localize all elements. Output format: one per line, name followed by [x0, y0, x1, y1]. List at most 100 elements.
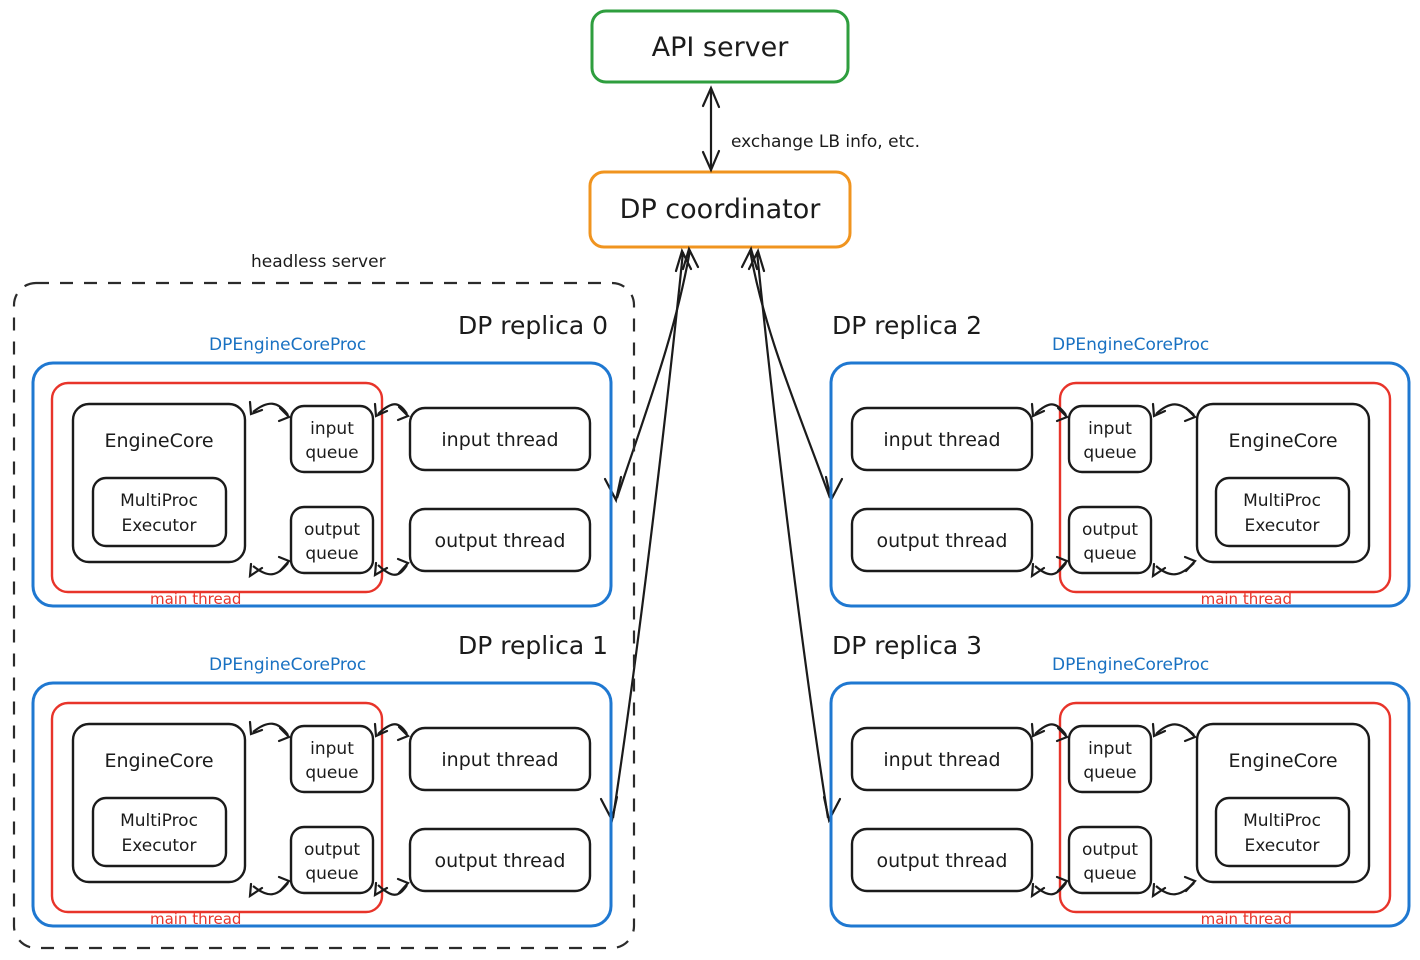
replica-1-output-queue-line2: queue	[305, 864, 358, 884]
replica-0-proc-label: DPEngineCoreProc	[209, 335, 366, 355]
edge-coordinator-replica-2	[740, 246, 844, 504]
replica-2-proc-label: DPEngineCoreProc	[1052, 335, 1209, 355]
replica-1-multiproc-line2: Executor	[122, 836, 197, 856]
replica-3-edge-inputqueue-core	[1151, 722, 1197, 743]
replica-0-input-queue-line1: input	[310, 419, 354, 439]
replica-0-edge-inputqueue-inputthread	[373, 402, 410, 422]
replica-2-output-queue[interactable]	[1067, 505, 1153, 575]
replica-0-main-thread-boundary	[50, 381, 384, 594]
replica-3-input-thread-label: input thread	[883, 749, 1000, 771]
replica-1-edge-inputqueue-inputthread	[373, 722, 410, 742]
replica-2-multiproc-executor[interactable]	[1214, 476, 1351, 548]
replica-3-input-queue-line1: input	[1088, 739, 1132, 759]
replica-3-input-queue[interactable]	[1067, 724, 1153, 794]
replica-1-edge-outputqueue-core	[248, 875, 291, 899]
replica-0-output-thread[interactable]	[408, 507, 592, 573]
replica-3-output-thread[interactable]	[850, 827, 1034, 893]
dp-coordinator-label: DP coordinator	[620, 194, 822, 225]
replica-1-main-thread-boundary	[50, 701, 384, 914]
replica-0-multiproc-executor[interactable]	[91, 476, 228, 548]
edge-coordinator-replica-3	[747, 248, 842, 824]
replica-2-edge-outputqueue-outputthread	[1030, 555, 1069, 579]
replica-0-engine-core-label: EngineCore	[104, 430, 213, 452]
replica-3-edge-inputthread-inputqueue	[1030, 722, 1069, 743]
replica-1-output-queue-line1: output	[304, 840, 360, 860]
replica-0-input-thread-label: input thread	[441, 429, 558, 451]
replica-2-main-thread-label: main thread	[1201, 590, 1292, 608]
replica-3-engine-core-label: EngineCore	[1228, 750, 1337, 772]
replica-0-edge-core-inputqueue	[248, 400, 291, 423]
replica-2-output-thread[interactable]	[850, 507, 1034, 573]
replica-1: DP replica 1 DPEngineCoreProc main threa…	[31, 631, 613, 928]
edge-coordinator-replica-1	[599, 248, 693, 824]
replica-2: DP replica 2 DPEngineCoreProc main threa…	[829, 311, 1411, 608]
replica-1-proc-label: DPEngineCoreProc	[209, 655, 366, 675]
replica-1-input-queue[interactable]	[289, 724, 375, 794]
group-headless-server: headless server	[12, 252, 636, 950]
replica-2-proc-boundary	[829, 361, 1411, 608]
replica-0-output-queue[interactable]	[289, 505, 375, 575]
replica-1-input-queue-line2: queue	[305, 763, 358, 783]
node-api-server[interactable]: API server	[590, 9, 850, 84]
replica-2-title: DP replica 2	[832, 311, 982, 340]
replica-0-output-thread-label: output thread	[435, 530, 566, 552]
replica-0-output-queue-line1: output	[304, 520, 360, 540]
replica-1-input-thread-label: input thread	[441, 749, 558, 771]
replica-2-edge-inputthread-inputqueue	[1030, 402, 1069, 423]
replica-1-output-thread-label: output thread	[435, 850, 566, 872]
replica-1-input-queue-line1: input	[310, 739, 354, 759]
replica-2-multiproc-line1: MultiProc	[1243, 491, 1321, 511]
replica-0-input-queue-line2: queue	[305, 443, 358, 463]
replica-3: DP replica 3 DPEngineCoreProc main threa…	[829, 631, 1411, 928]
edge-coordinator-replica-0	[603, 246, 700, 504]
replica-0-multiproc-line1: MultiProc	[120, 491, 198, 511]
replica-1-input-thread[interactable]	[408, 726, 592, 792]
replica-1-multiproc-executor[interactable]	[91, 796, 228, 868]
replica-3-proc-label: DPEngineCoreProc	[1052, 655, 1209, 675]
replica-1-engine-core-label: EngineCore	[104, 750, 213, 772]
replica-3-output-queue-line2: queue	[1083, 864, 1136, 884]
replica-0-input-thread[interactable]	[408, 406, 592, 472]
edge-label-exchange-lb-info: exchange LB info, etc.	[731, 132, 920, 152]
replica-3-input-thread[interactable]	[850, 726, 1034, 792]
replica-3-edge-core-outputqueue	[1151, 875, 1197, 899]
replica-1-edge-outputthread-outputqueue	[373, 877, 410, 898]
replica-2-edge-core-outputqueue	[1151, 555, 1197, 579]
replica-1-output-queue[interactable]	[289, 825, 375, 895]
replica-1-main-thread-label: main thread	[150, 910, 241, 928]
node-dp-coordinator[interactable]: DP coordinator	[588, 170, 852, 249]
replica-1-proc-boundary	[31, 681, 613, 928]
replica-3-edge-outputqueue-outputthread	[1030, 875, 1069, 899]
replica-3-output-queue-line1: output	[1082, 840, 1138, 860]
replica-3-title: DP replica 3	[832, 631, 982, 660]
replica-0-output-queue-line2: queue	[305, 544, 358, 564]
replica-0-multiproc-line2: Executor	[122, 516, 197, 536]
replica-3-proc-boundary	[829, 681, 1411, 928]
replica-1-multiproc-line1: MultiProc	[120, 811, 198, 831]
replica-2-output-thread-label: output thread	[877, 530, 1008, 552]
replica-3-multiproc-line1: MultiProc	[1243, 811, 1321, 831]
replica-2-input-queue[interactable]	[1067, 404, 1153, 474]
replica-2-input-thread-label: input thread	[883, 429, 1000, 451]
replica-2-input-thread[interactable]	[850, 406, 1034, 472]
replica-2-engine-core-label: EngineCore	[1228, 430, 1337, 452]
replica-3-input-queue-line2: queue	[1083, 763, 1136, 783]
replica-1-output-thread[interactable]	[408, 827, 592, 893]
replica-3-main-thread-label: main thread	[1201, 910, 1292, 928]
replica-1-title: DP replica 1	[458, 631, 608, 660]
replica-3-output-queue[interactable]	[1067, 825, 1153, 895]
replica-0-title: DP replica 0	[458, 311, 608, 340]
replica-0-edge-outputqueue-core	[248, 555, 291, 579]
api-server-label: API server	[652, 32, 790, 63]
edge-coordinator-api: exchange LB info, etc.	[701, 85, 920, 173]
replica-2-input-queue-line2: queue	[1083, 443, 1136, 463]
replica-0-main-thread-label: main thread	[150, 590, 241, 608]
replica-0: DP replica 0 DPEngineCoreProc main threa…	[31, 311, 613, 608]
replica-0-input-queue[interactable]	[289, 404, 375, 474]
replica-3-multiproc-executor[interactable]	[1214, 796, 1351, 868]
headless-server-label: headless server	[251, 252, 386, 272]
replica-2-input-queue-line1: input	[1088, 419, 1132, 439]
replica-0-edge-outputthread-outputqueue	[373, 557, 410, 578]
